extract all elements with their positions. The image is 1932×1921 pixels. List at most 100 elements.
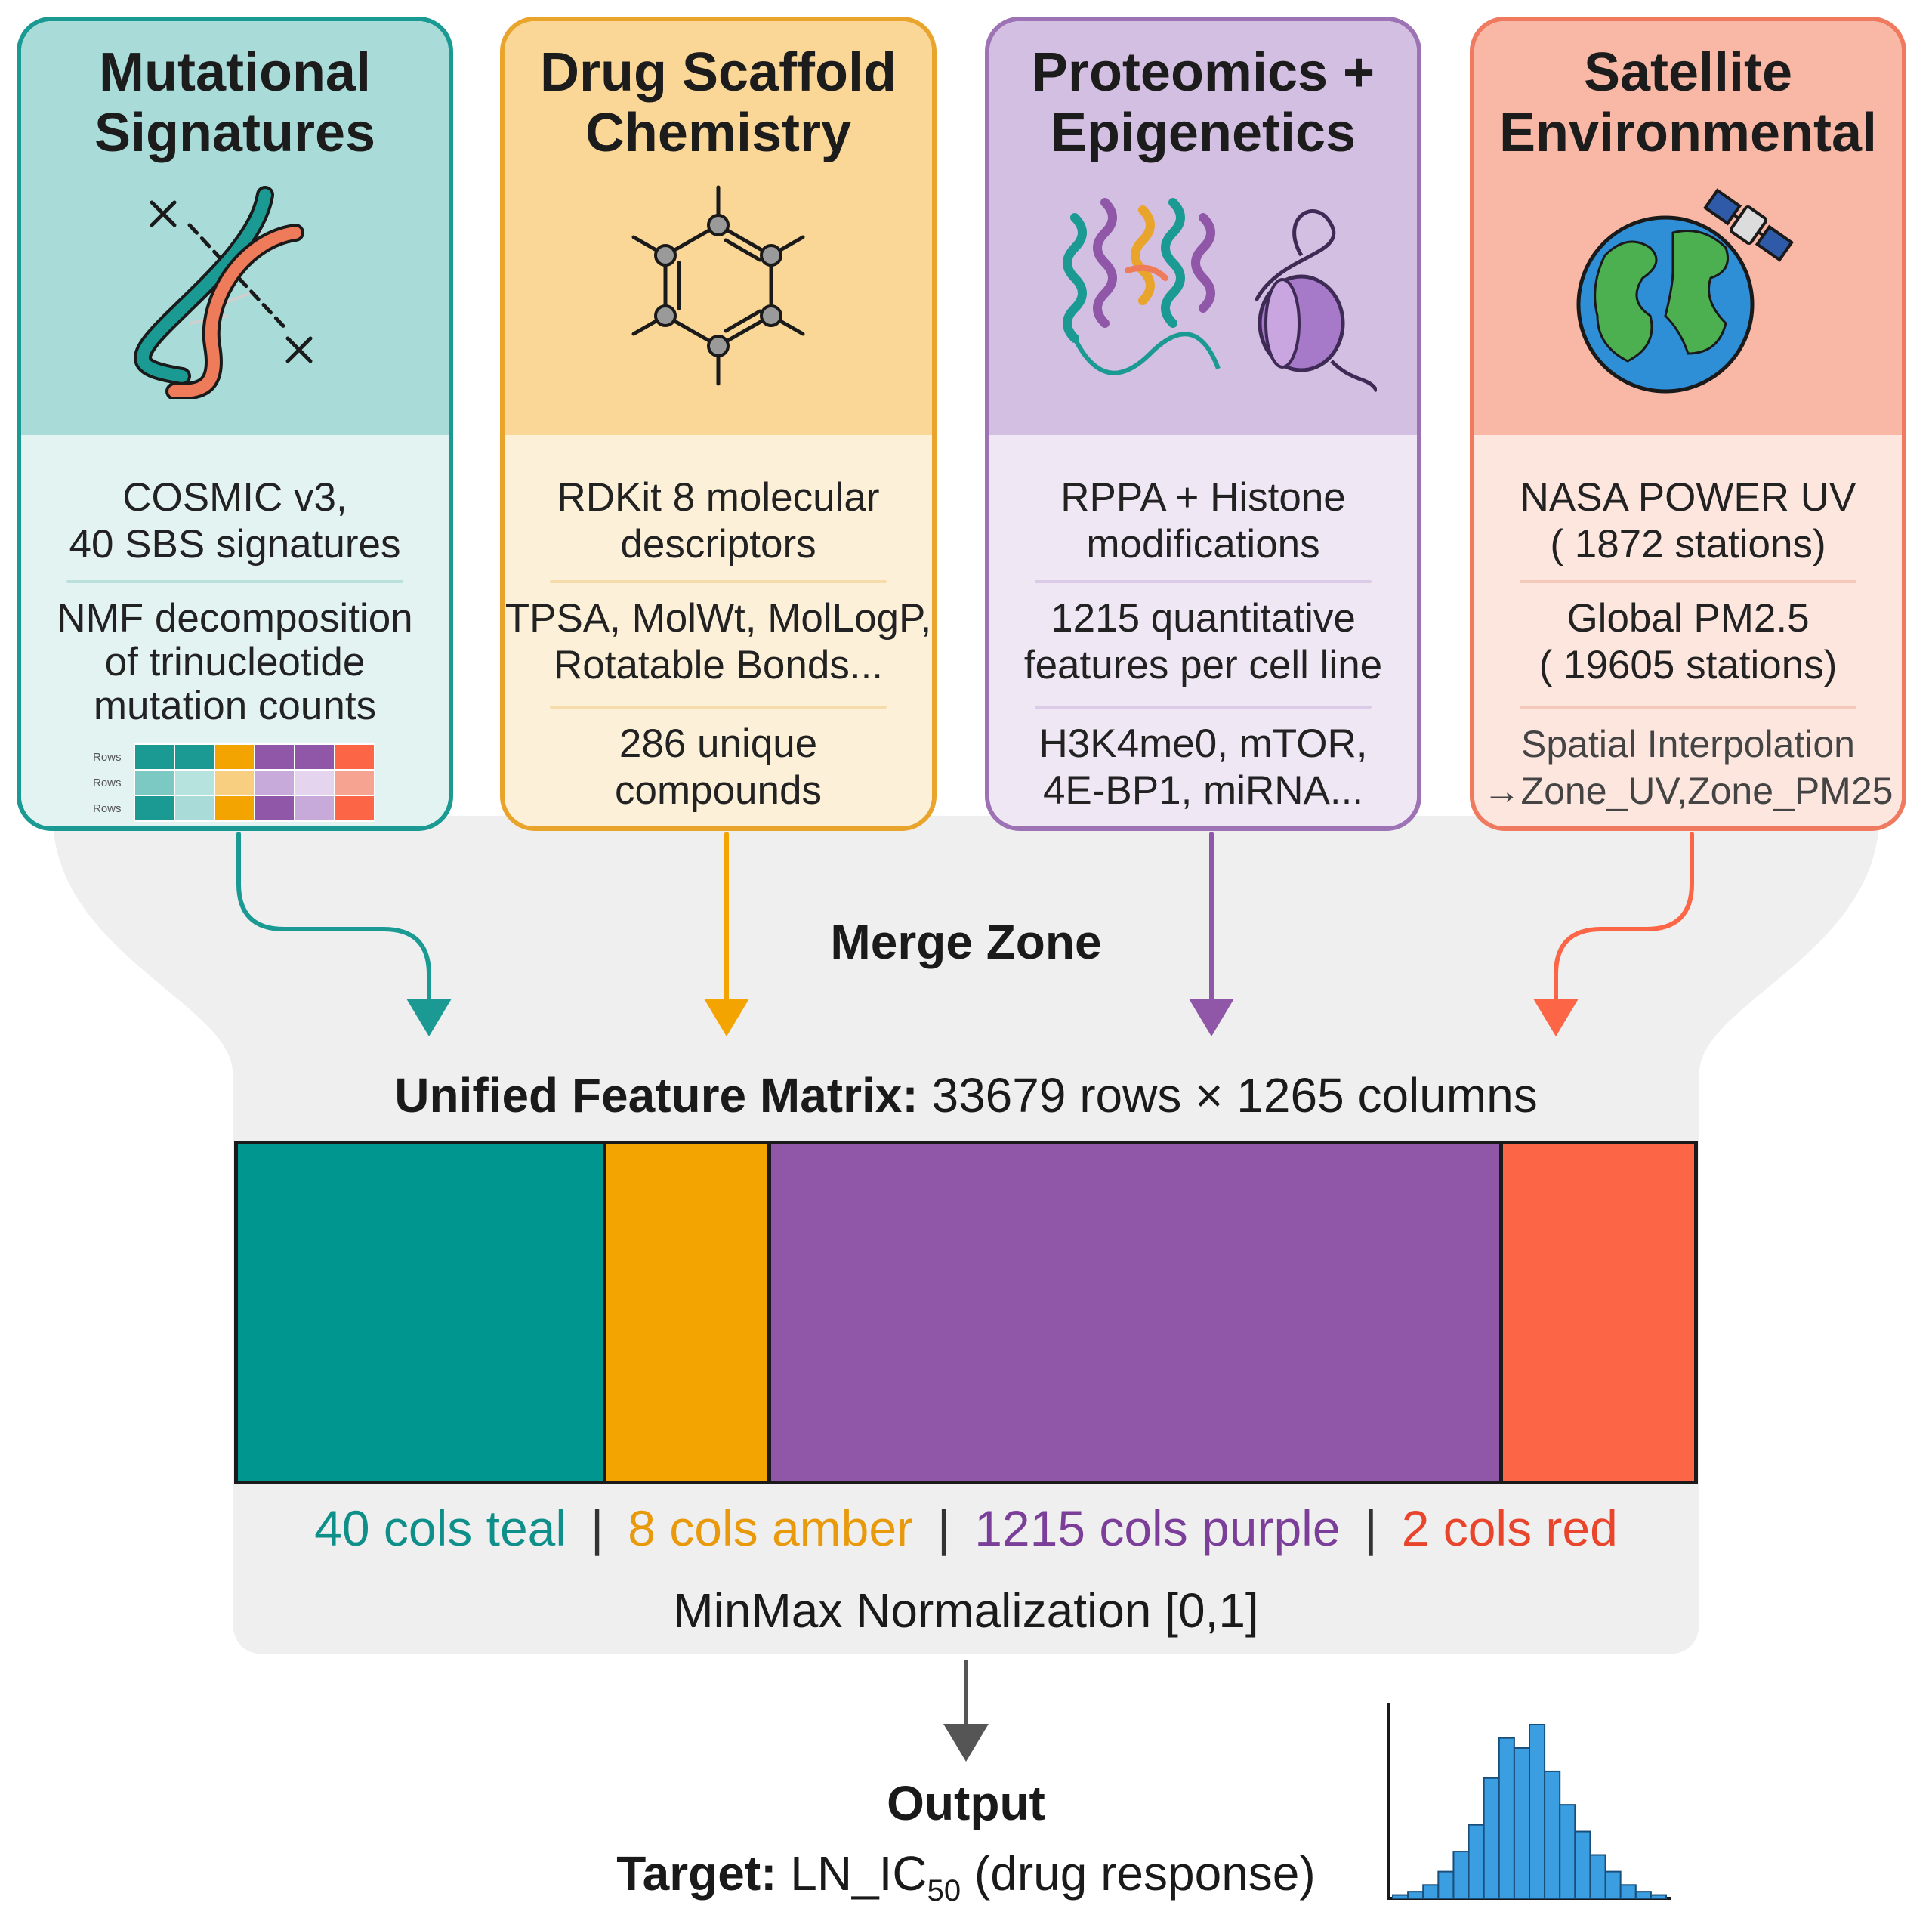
- mini-matrix-cell: [214, 795, 255, 822]
- target-description: (drug response): [974, 1846, 1316, 1901]
- legend-teal: 40 cols teal: [314, 1500, 567, 1556]
- card-divider: [1035, 706, 1372, 709]
- card-line: descriptors: [620, 522, 816, 567]
- card-line: H3K4me0, mTOR,: [1039, 721, 1368, 766]
- source-card-proteomics: Proteomics +Epigenetics: [985, 17, 1421, 831]
- mini-matrix-cell: [134, 743, 175, 771]
- segment-teal: [238, 1144, 606, 1481]
- arrowhead-output: [943, 1724, 989, 1762]
- matrix-title: Unified Feature Matrix: 33679 rows × 126…: [0, 1067, 1932, 1124]
- card-line: Rotatable Bonds...: [553, 643, 884, 687]
- histogram-bar: [1619, 1884, 1637, 1900]
- arrow-teal: [236, 832, 431, 1007]
- card-line: 4E-BP1, miRNA...: [1042, 768, 1364, 813]
- histogram-bar: [1604, 1870, 1622, 1900]
- mini-matrix-cell: [334, 743, 375, 771]
- segment-red: [1503, 1144, 1694, 1481]
- card-divider: [66, 580, 403, 583]
- mini-matrix-cell: [174, 795, 215, 822]
- arrowhead-teal: [406, 999, 452, 1036]
- benzene-ring-icon: [505, 172, 932, 414]
- feature-matrix-bar: [234, 1141, 1698, 1484]
- mini-matrix-cell: [134, 795, 175, 822]
- arrowhead-purple: [1189, 999, 1234, 1036]
- merge-zone-label: Merge Zone: [830, 915, 1102, 969]
- mini-matrix-cell: [254, 743, 295, 771]
- mini-matrix-row-label: Rows: [93, 802, 122, 815]
- card-divider: [1520, 706, 1856, 709]
- card-body: RDKit 8 molecular descriptors TPSA, MolW…: [505, 435, 932, 826]
- histogram-bar: [1452, 1851, 1470, 1899]
- mini-matrix-cell: [334, 795, 375, 822]
- legend-amber: 8 cols amber: [628, 1500, 914, 1556]
- mini-matrix-cell: [134, 769, 175, 796]
- protein-nucleosome-icon: [989, 172, 1417, 414]
- card-line: mutation counts: [93, 684, 377, 728]
- card-line: COSMIC v3,: [122, 475, 347, 520]
- card-line: NMF decomposition: [57, 596, 413, 641]
- histogram-icon: [1387, 1703, 1671, 1900]
- mini-matrix-cell: [214, 769, 255, 796]
- legend-separator: |: [937, 1500, 951, 1556]
- card-title: Proteomics +Epigenetics: [989, 42, 1417, 163]
- histogram-bar: [1437, 1870, 1455, 1900]
- legend-red: 2 cols red: [1401, 1500, 1618, 1556]
- card-header: Proteomics +Epigenetics: [989, 21, 1417, 435]
- card-line: modifications: [1086, 522, 1320, 567]
- mini-matrix-cell: [174, 743, 215, 771]
- mini-matrix-row-label: Rows: [93, 751, 122, 764]
- card-body: NASA POWER UV ( 1872 stations) Global PM…: [1474, 435, 1902, 826]
- legend-purple: 1215 cols purple: [974, 1500, 1341, 1556]
- card-title-text: Proteomics +Epigenetics: [1031, 42, 1375, 163]
- histogram-bar: [1407, 1891, 1424, 1899]
- histogram-bar: [1634, 1891, 1652, 1899]
- arrowhead-red: [1533, 999, 1579, 1036]
- card-line: of trinucleotide: [104, 640, 366, 684]
- output-label: Output: [887, 1776, 1045, 1830]
- histogram-bar: [1529, 1724, 1546, 1899]
- card-line: Global PM2.5: [1566, 596, 1810, 641]
- histogram-bar: [1392, 1894, 1409, 1900]
- target-subscript: 50: [927, 1873, 961, 1907]
- card-line: features per cell line: [1023, 643, 1383, 687]
- mini-matrix-cell: [254, 795, 295, 822]
- card-divider: [1520, 580, 1856, 583]
- histogram-bar: [1483, 1777, 1500, 1900]
- histogram-bar: [1513, 1747, 1530, 1900]
- histogram-bar: [1589, 1854, 1606, 1899]
- target-variable: LN_IC: [790, 1846, 927, 1901]
- card-line: →Zone_UV,Zone_PM25: [1483, 770, 1893, 812]
- mini-matrix-row-label: Rows: [93, 777, 122, 789]
- segment-purple: [770, 1144, 1504, 1481]
- card-line: 1215 quantitative: [1051, 596, 1356, 641]
- target-label: Target: LN_IC50 (drug response): [0, 1845, 1932, 1919]
- target-prefix: Target:: [616, 1846, 777, 1901]
- card-line: RPPA + Histone: [1060, 475, 1346, 520]
- histogram-bar: [1422, 1884, 1440, 1900]
- legend-separator: |: [591, 1500, 604, 1556]
- mini-matrix-cell: [254, 769, 295, 796]
- card-body: COSMIC v3, 40 SBS signatures NMF decompo…: [21, 435, 449, 826]
- card-body: RPPA + Histone modifications 1215 quanti…: [989, 435, 1417, 826]
- segment-legend: 40 cols teal | 8 cols amber | 1215 cols purp…: [234, 1499, 1698, 1557]
- matrix-dimensions: 33679 rows × 1265 columns: [931, 1068, 1538, 1123]
- normalization-label: MinMax Normalization [0,1]: [673, 1583, 1259, 1638]
- card-line: Spatial Interpolation: [1521, 723, 1855, 765]
- card-divider: [550, 580, 887, 583]
- card-line: RDKit 8 molecular: [557, 475, 880, 520]
- card-line: 286 unique: [619, 721, 818, 766]
- histogram-bar: [1544, 1770, 1561, 1899]
- earth-satellite-icon: [1474, 172, 1902, 414]
- card-line: 40 SBS signatures: [69, 522, 401, 567]
- legend-separator: |: [1364, 1500, 1378, 1556]
